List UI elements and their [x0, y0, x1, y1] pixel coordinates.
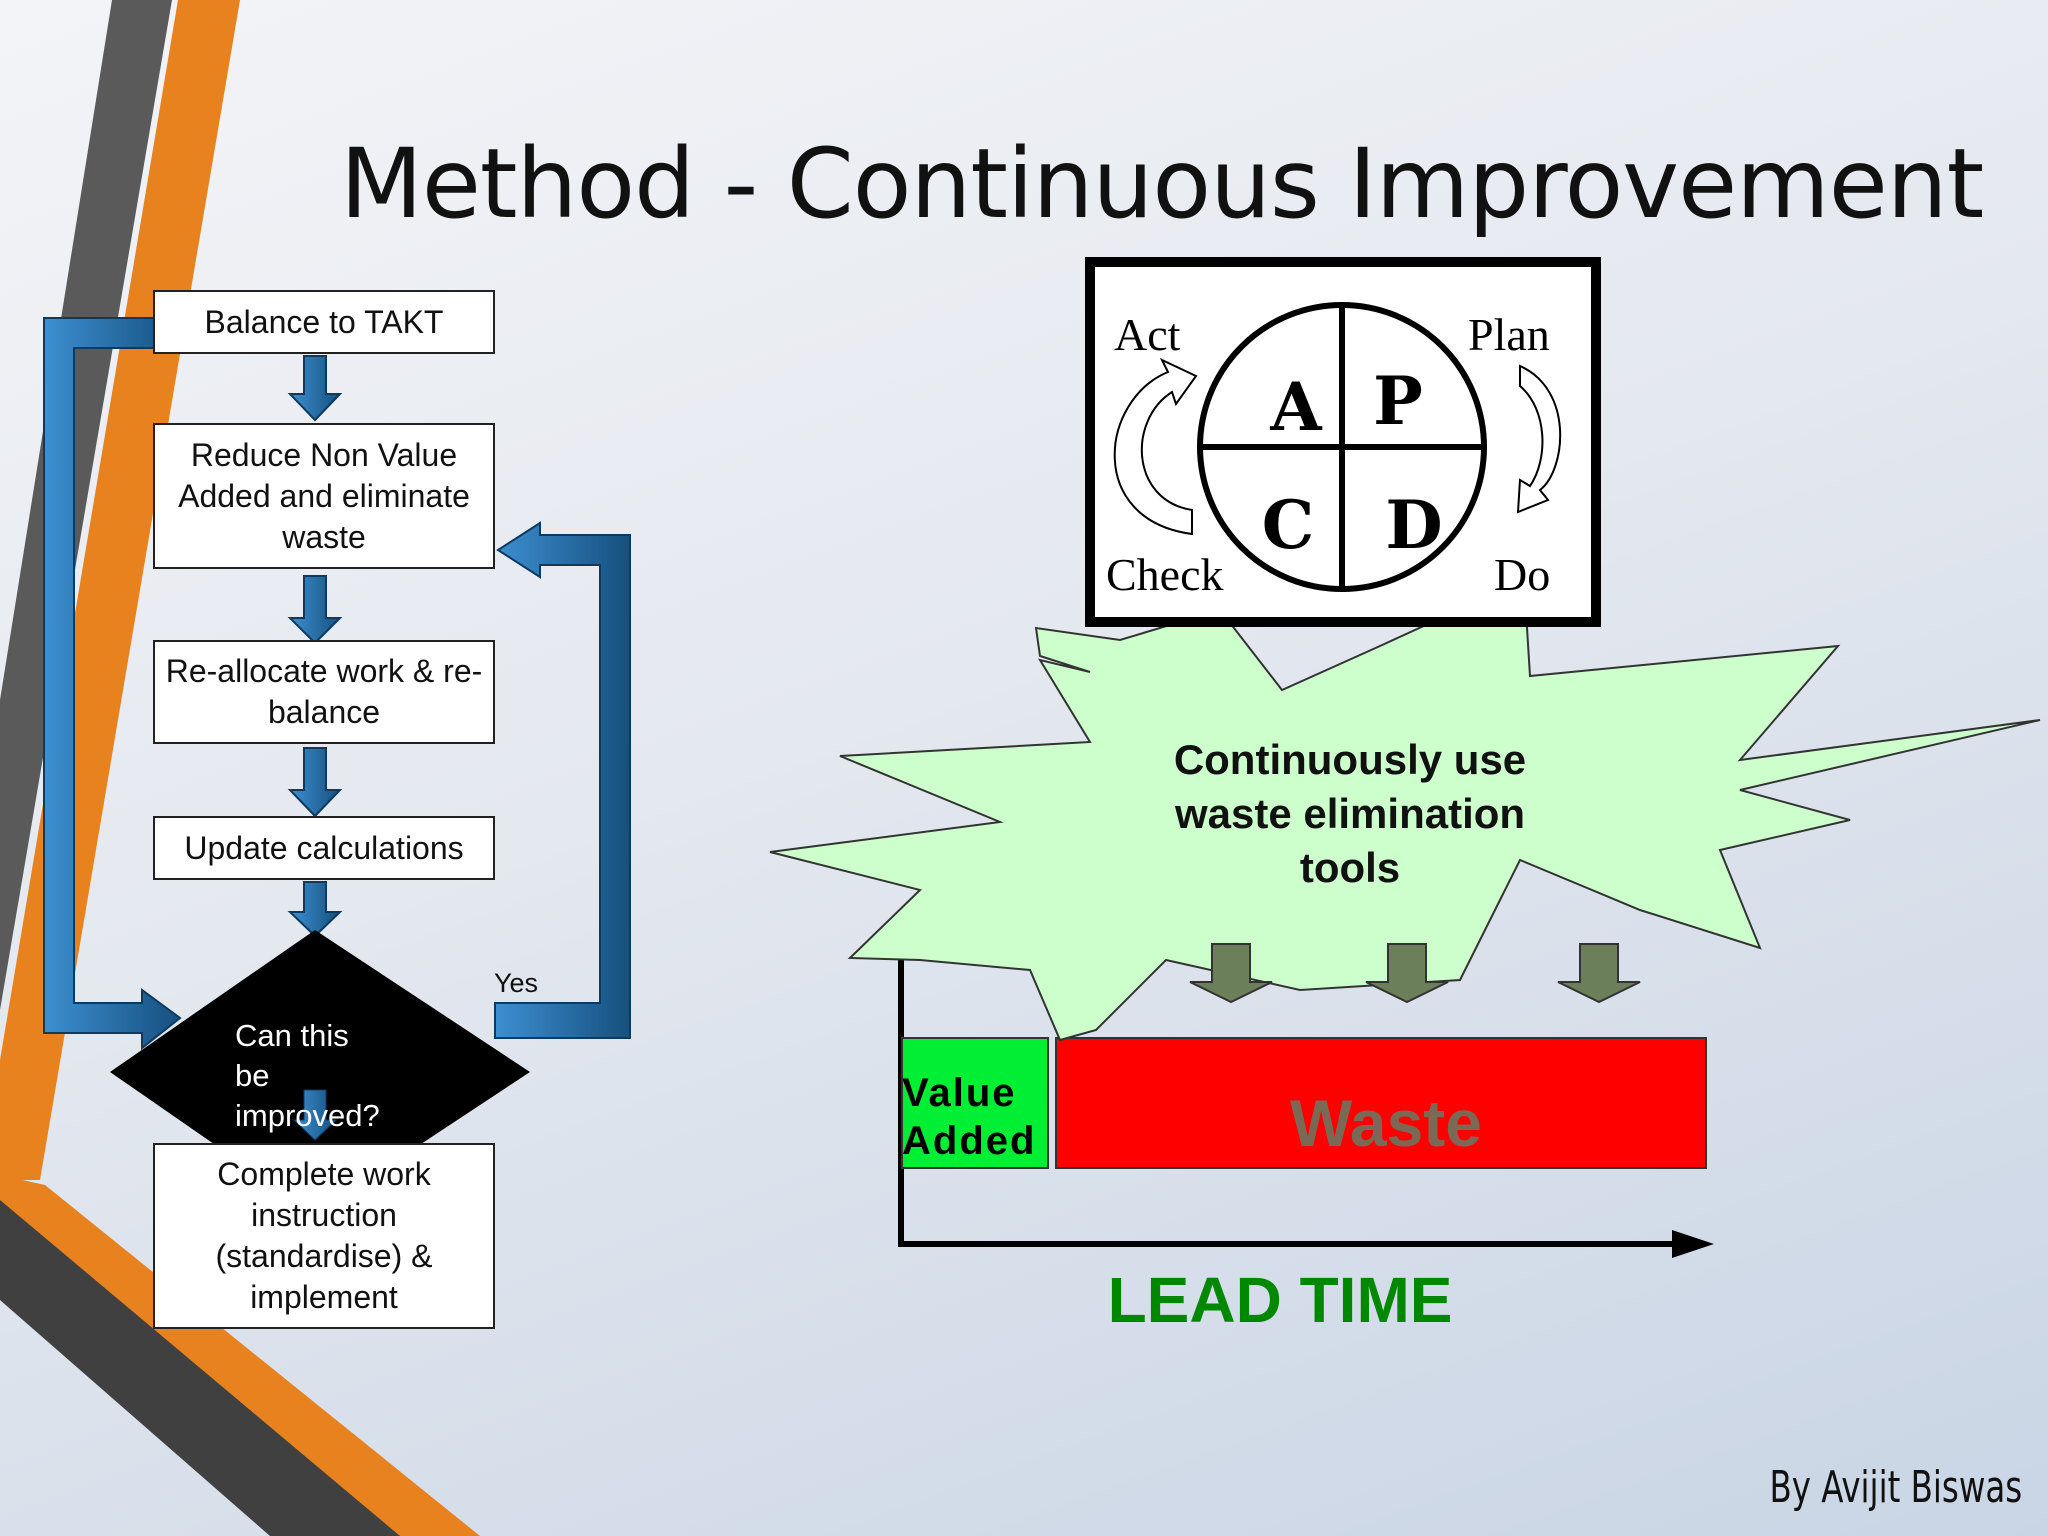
step-update-calculations: Update calculations: [153, 816, 495, 880]
quadrant-plan: P: [1373, 362, 1423, 440]
yes-label: Yes: [494, 968, 538, 998]
dark-diagonal: [0, 1200, 400, 1536]
yes-loop-arrow: [494, 521, 631, 1039]
label-do: Do: [1494, 549, 1550, 600]
step-balance-takt: Balance to TAKT: [153, 290, 495, 354]
down-arrow-2: [287, 575, 343, 645]
step-label: Re-allocate work & re-balance: [165, 653, 483, 730]
quadrant-do: D: [1385, 486, 1442, 564]
quadrant-act: A: [1269, 368, 1322, 446]
quadrant-check: C: [1262, 486, 1315, 564]
callout-starburst: [769, 578, 2041, 1042]
step-complete-work-instruction: Complete work instruction (standardise) …: [153, 1143, 495, 1329]
decision-text-line3: improved?: [235, 1098, 380, 1133]
decision-text-line1: Can this: [235, 1018, 349, 1053]
down-arrow-5: [292, 1089, 338, 1141]
slide-title: Method - Continuous Improvement: [340, 128, 1984, 240]
step-label: Update calculations: [184, 829, 464, 866]
callout-line3: tools: [1300, 844, 1400, 891]
value-added-bar: [901, 1037, 1049, 1169]
tool-arrow-2: [1365, 943, 1449, 1004]
callout-line1: Continuously use: [1174, 736, 1526, 783]
step-label: Complete work instruction (standardise) …: [215, 1156, 433, 1315]
down-arrow-4: [287, 881, 343, 938]
tool-arrow-1: [1189, 943, 1273, 1004]
orange-diagonal: [0, 1175, 480, 1536]
step-reallocate: Re-allocate work & re-balance: [153, 640, 495, 744]
label-plan: Plan: [1468, 309, 1550, 360]
down-arrow-3: [287, 747, 343, 818]
down-arrow-1: [287, 355, 343, 422]
plan-to-do-arrow-icon: [1516, 364, 1562, 514]
lead-time-label: LEAD TIME: [1108, 1264, 1453, 1336]
value-added-text-line2: Added: [902, 1119, 1036, 1163]
tool-arrow-3: [1557, 943, 1641, 1004]
callout-line2: waste elimination: [1174, 790, 1525, 837]
left-loop-arrow: [43, 317, 182, 1051]
label-act: Act: [1114, 309, 1181, 360]
label-check: Check: [1106, 549, 1224, 600]
step-reduce-waste: Reduce Non Value Added and eliminate was…: [153, 423, 495, 569]
check-to-act-arrow-icon: [1113, 357, 1198, 536]
decision-text-line2: be: [235, 1058, 269, 1093]
step-label: Reduce Non Value Added and eliminate was…: [178, 436, 470, 555]
lead-time-arrowhead: [1672, 1230, 1714, 1258]
step-label: Balance to TAKT: [204, 303, 444, 340]
value-added-text-line1: Value: [902, 1071, 1017, 1115]
author-credit: By Avijit Biswas: [1769, 1462, 2022, 1513]
waste-bar: [1055, 1037, 1707, 1169]
waste-label: Waste: [1290, 1086, 1482, 1160]
